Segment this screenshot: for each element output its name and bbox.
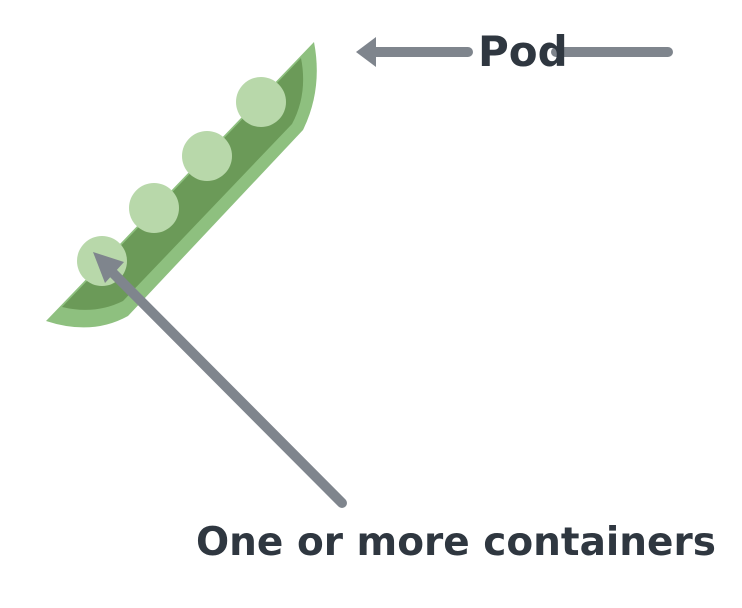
container-circle-3 — [129, 183, 179, 233]
containers-arrow-head-icon — [93, 252, 124, 283]
containers-arrow — [93, 252, 347, 508]
pod-arrow-head-icon — [356, 37, 376, 67]
pod-label: Pod — [478, 27, 568, 76]
containers-arrow-shaft — [103, 263, 347, 508]
container-circle-1 — [236, 77, 286, 127]
pod-arrow — [356, 37, 673, 67]
pod-shape — [46, 42, 317, 328]
containers-label: One or more containers — [196, 520, 716, 565]
container-circle-2 — [182, 131, 232, 181]
